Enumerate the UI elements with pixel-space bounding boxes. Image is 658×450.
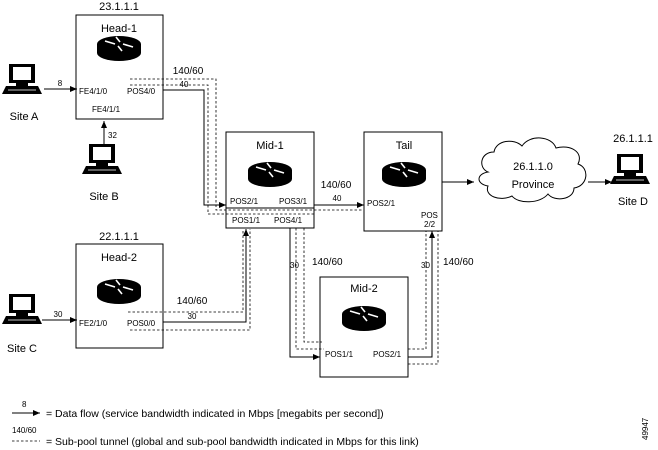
legend-flow-sample-value: 8 <box>22 400 27 409</box>
head1-if-pos40: POS4/0 <box>127 87 156 96</box>
computer-icon <box>609 153 651 185</box>
tunnel-head2-bw: 140/60 <box>177 296 208 307</box>
router-icon <box>96 35 142 62</box>
tail-router: Tail POS2/1 POS 2/2 <box>363 131 443 232</box>
legend-tunnel-sample-value: 140/60 <box>12 426 37 435</box>
head2-address: 22.1.1.1 <box>99 231 139 243</box>
tail-if-pos22-line2: 2/2 <box>424 220 436 229</box>
tunnel-head2-mid1 <box>128 229 244 313</box>
router-icon <box>341 305 387 332</box>
flow-mid2-tail <box>408 231 435 358</box>
flow-site-c-bw: 30 <box>54 310 63 319</box>
router-icon <box>247 161 293 188</box>
cloud-address: 26.1.1.0 <box>513 161 553 173</box>
figure-id: 49947 <box>641 417 650 440</box>
mid1-if-pos21: POS2/1 <box>230 197 259 206</box>
site-c-label: Site C <box>7 343 37 355</box>
head2-if-fe210: FE2/1/0 <box>79 319 108 328</box>
site-a: Site A <box>1 63 43 123</box>
flow-site-b-bw: 32 <box>108 131 117 140</box>
site-d-label: Site D <box>618 196 648 208</box>
tunnel-mid2-tail-inner <box>408 231 427 350</box>
flow-head2-bw: 30 <box>188 312 197 321</box>
mid2-if-pos11: POS1/1 <box>325 350 354 359</box>
site-b-label: Site B <box>89 191 118 203</box>
head2-router: 22.1.1.1 Head-2 FE2/1/0 POS0/0 <box>75 231 164 349</box>
flow-site-a-bw: 8 <box>58 79 63 88</box>
mid2-name: Mid-2 <box>350 283 378 295</box>
tunnel-head1-tail <box>130 78 364 211</box>
sub-pool-tunnels: 140/60 140/60 140/60 140/60 140/60 <box>128 66 474 365</box>
head1-router: 23.1.1.1 Head-1 FE4/1/0 POS4/0 FE4/1/1 <box>75 1 164 120</box>
flow-head1-bw: 40 <box>180 80 189 89</box>
head2-name: Head-2 <box>101 252 137 264</box>
site-a-label: Site A <box>10 111 39 123</box>
legend: 8 = Data flow (service bandwidth indicat… <box>12 400 650 448</box>
flow-mid1-mid2-bw: 30 <box>290 261 299 270</box>
head1-address: 23.1.1.1 <box>99 1 139 13</box>
computer-icon <box>1 293 43 325</box>
cloud-shape <box>478 137 587 203</box>
flow-head2-mid1 <box>163 229 249 323</box>
router-icon <box>381 161 427 188</box>
mid2-if-pos21: POS2/1 <box>373 350 402 359</box>
mid1-if-pos31: POS3/1 <box>279 197 308 206</box>
mid1-name: Mid-1 <box>256 140 284 152</box>
head1-if-fe410: FE4/1/0 <box>79 87 108 96</box>
mid2-router: Mid-2 POS1/1 POS2/1 <box>319 276 409 378</box>
legend-tunnel-text: = Sub-pool tunnel (global and sub-pool b… <box>46 436 419 448</box>
tunnel-mid2-tail-outer <box>408 231 439 365</box>
cloud-name: Province <box>512 179 555 191</box>
router-icon <box>96 278 142 305</box>
head1-if-fe411: FE4/1/1 <box>92 105 121 114</box>
tunnel-mid1-mid2-bw: 140/60 <box>312 257 343 268</box>
mid1-if-pos11: POS1/1 <box>232 216 261 225</box>
mid1-router: Mid-1 POS2/1 POS3/1 POS1/1 POS4/1 <box>225 131 315 229</box>
tunnel-mid1-mid2-outer <box>303 228 322 343</box>
mid1-if-pos41: POS4/1 <box>274 216 303 225</box>
site-d-address: 26.1.1.1 <box>613 133 653 145</box>
legend-flow-text: = Data flow (service bandwidth indicated… <box>46 408 384 420</box>
flow-head1-mid1 <box>163 89 226 208</box>
flow-mid1-tail-bw: 40 <box>333 194 342 203</box>
tail-if-pos22-line1: POS <box>421 211 438 220</box>
head2-if-pos00: POS0/0 <box>127 319 156 328</box>
province-cloud: 26.1.1.0 Province <box>478 137 587 203</box>
tunnel-mid2-tail-bw: 140/60 <box>443 257 474 268</box>
site-c: Site C <box>1 293 43 355</box>
tail-if-pos21: POS2/1 <box>367 199 396 208</box>
computer-icon <box>1 63 43 95</box>
data-flows: 8 32 30 40 30 40 30 30 <box>42 79 612 360</box>
tunnel-mid1-mid2-inner <box>295 228 324 350</box>
tunnel-mid1-tail-bw: 140/60 <box>321 180 352 191</box>
flow-mid1-mid2 <box>289 228 320 360</box>
site-b: Site B <box>81 143 123 203</box>
tunnel-head1-bw: 140/60 <box>173 66 204 77</box>
site-d: 26.1.1.1 Site D <box>609 133 653 208</box>
computer-icon <box>81 143 123 175</box>
head1-name: Head-1 <box>101 23 137 35</box>
tail-name: Tail <box>396 140 413 152</box>
